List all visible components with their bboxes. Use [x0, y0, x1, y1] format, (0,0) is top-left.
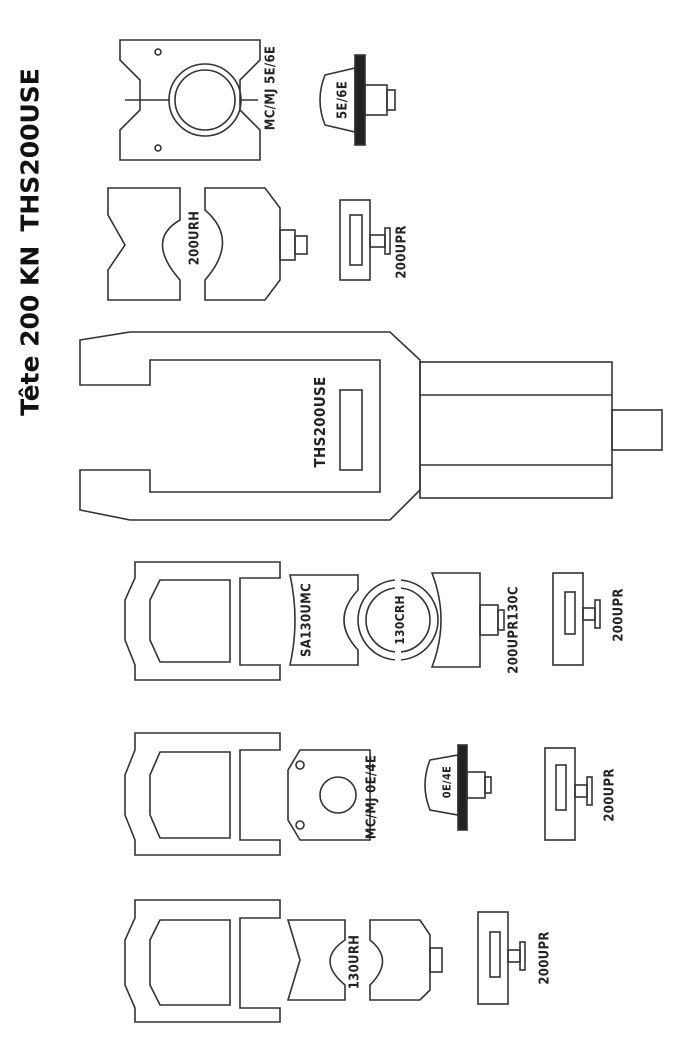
- label-200upr-low: 200UPR: [602, 768, 618, 822]
- pusher-200upr-bottom: [477, 911, 526, 1005]
- pusher-200upr-low: [544, 747, 593, 841]
- die-5e6e: [319, 54, 396, 146]
- label-sa130umc: SA130UMC: [299, 582, 315, 658]
- pusher-200upr130c: [430, 572, 505, 668]
- holder-sa130-3: [124, 899, 281, 1023]
- label-200upr130c: 200UPR130C: [506, 586, 522, 674]
- pusher-200upr-top: [339, 199, 391, 281]
- label-200upr-top: 200UPR: [394, 225, 410, 279]
- label-mcmj-0e4e: MC/MJ 0E/4E: [364, 754, 380, 840]
- label-200upr-bottom: 200UPR: [537, 931, 553, 985]
- label-die-0e4e: 0E/4E: [440, 765, 454, 799]
- pusher-200upr-mid: [552, 572, 601, 666]
- die-sa130umc: [289, 574, 359, 666]
- die-200urh: [107, 187, 308, 301]
- label-mcmj-5e6e: MC/MJ 5E/6E: [263, 45, 279, 131]
- die-130urh: [286, 919, 443, 1001]
- mcmj-0e4e-adapter: [287, 749, 371, 841]
- holder-sa130-1: [124, 561, 281, 681]
- label-200upr-mid: 200UPR: [611, 588, 627, 642]
- label-200urh: 200URH: [187, 210, 203, 266]
- label-head-model: THS200USE: [311, 376, 329, 468]
- label-die-5e6e: 5E/6E: [335, 80, 351, 120]
- crimping-head: [79, 331, 663, 521]
- holder-sa130-2: [124, 732, 281, 856]
- label-130crh: 130CRH: [393, 595, 407, 645]
- label-130urh: 130URH: [347, 934, 363, 990]
- die-0e4e: [424, 744, 492, 831]
- mcmj-5e6e-adapter: [119, 39, 261, 161]
- die-130crh: [357, 578, 439, 662]
